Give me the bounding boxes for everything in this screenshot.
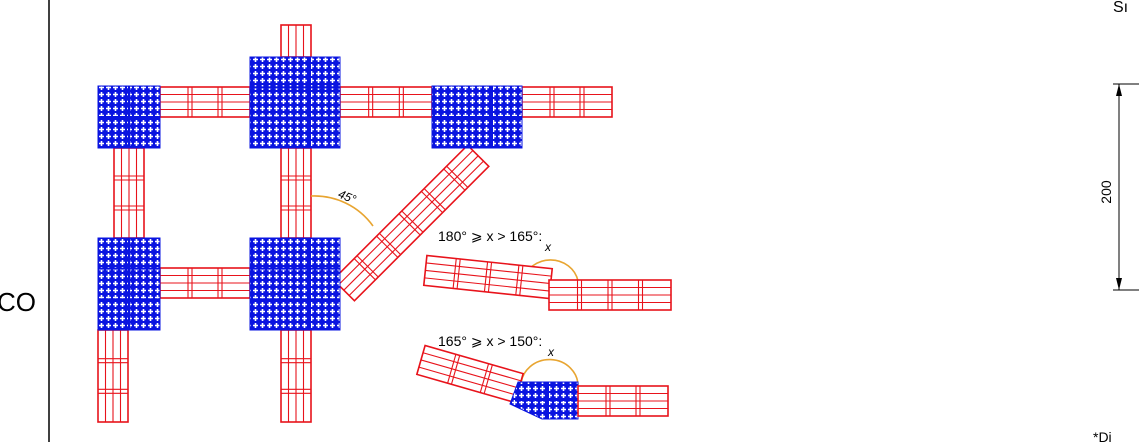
beam-top-1 xyxy=(159,86,251,118)
beam-vert-top xyxy=(280,24,312,58)
node-top-center xyxy=(249,56,341,149)
case2-beam-left-body xyxy=(415,344,525,404)
left-partial-text: CO xyxy=(0,287,36,317)
case1-beam-left xyxy=(422,254,554,300)
beam-diagonal xyxy=(332,144,490,302)
bottom-right-partial-text: *Di xyxy=(1093,429,1112,442)
beam-vert-bottom-center xyxy=(280,329,312,423)
nodes-group xyxy=(97,56,523,331)
node-top-right xyxy=(431,85,523,149)
case1-beam-right xyxy=(548,279,672,311)
segments-group xyxy=(97,24,613,423)
beam-vert-center xyxy=(280,147,312,239)
node-mid-left xyxy=(97,237,161,331)
case1-label: 180° ⩾ x > 165°: xyxy=(438,228,542,244)
beam-mid-1 xyxy=(159,267,251,299)
case1-beam xyxy=(422,254,672,311)
case2-beam xyxy=(415,344,669,420)
case2-node xyxy=(509,381,579,420)
case2-beam-left xyxy=(415,344,525,404)
angle-label-45: 45° xyxy=(336,187,358,207)
case1-beam-left-body xyxy=(422,254,554,300)
beam-vert-left xyxy=(113,147,145,239)
angle-arc-45 xyxy=(310,195,374,227)
case2-label: 165° ⩾ x > 150°: xyxy=(438,333,542,349)
case2-beam-right xyxy=(577,385,669,417)
dimension-arrow-bottom xyxy=(1116,278,1122,290)
beam-diagonal-body xyxy=(332,144,490,302)
case2-angle-arc xyxy=(520,358,579,388)
node-top-left xyxy=(97,85,161,149)
dimension-value: 200 xyxy=(1098,180,1114,204)
case1-var: x xyxy=(544,240,552,254)
top-right-partial-text: Sı xyxy=(1113,0,1128,16)
beam-vert-bottom-left xyxy=(97,329,129,423)
case2-var: x xyxy=(547,345,555,359)
beam-top-2 xyxy=(339,86,433,118)
beam-top-3 xyxy=(521,86,613,118)
node-mid-center xyxy=(249,237,341,331)
dimension-arrow-top xyxy=(1116,84,1122,96)
